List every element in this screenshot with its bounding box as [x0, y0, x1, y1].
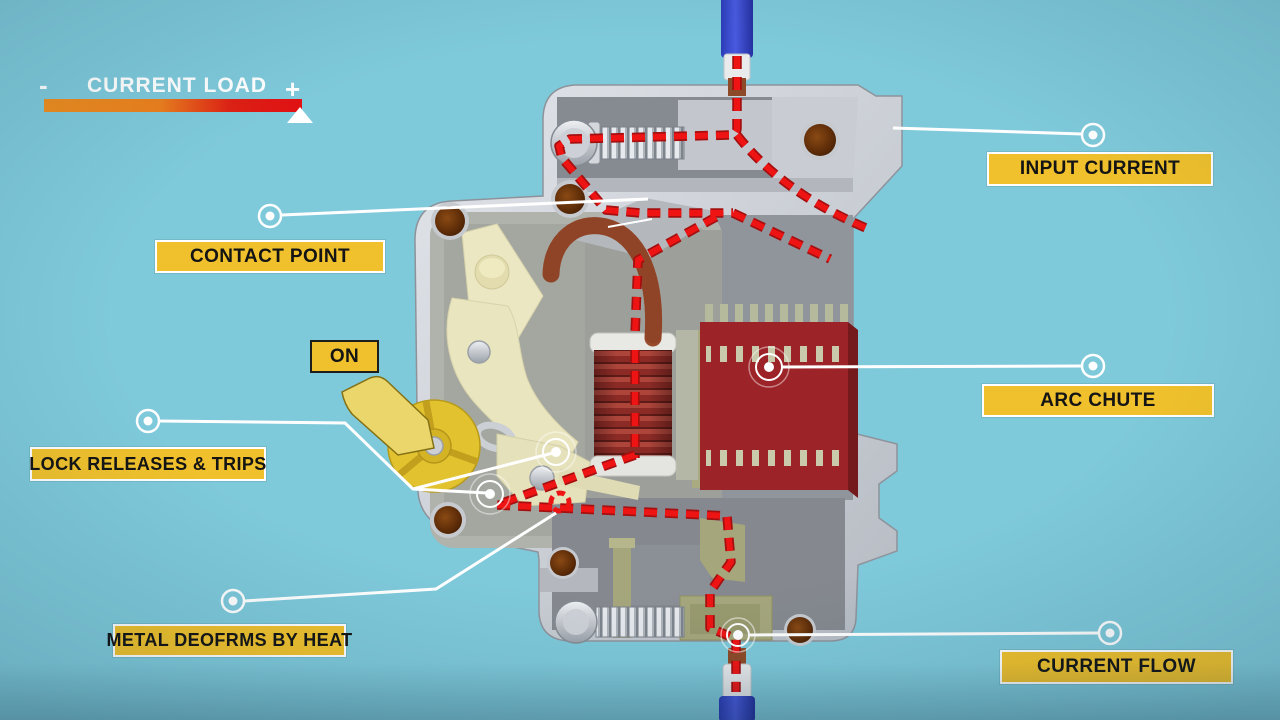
bottom-terminal-screw — [554, 600, 685, 644]
label-on: ON — [310, 340, 379, 373]
braided-conductor — [542, 217, 663, 347]
label-contact-point: CONTACT POINT — [155, 240, 385, 273]
contact-indicator-line — [607, 218, 653, 228]
callout-leaders — [158, 126, 1099, 637]
target-latch — [535, 431, 577, 473]
current-path-knot — [548, 490, 572, 514]
leader-arc-chute — [781, 364, 1082, 369]
leader-contact-point — [281, 197, 649, 217]
label-arc-chute: ARC CHUTE — [982, 384, 1214, 417]
target-arc-chute — [748, 346, 790, 388]
trip-mechanism — [341, 218, 653, 507]
target-contact-spring — [469, 473, 511, 515]
leader-lock-releases — [158, 419, 554, 495]
marker-lock-releases — [135, 408, 161, 434]
current-load-legend: - CURRENT LOAD + — [0, 30, 330, 123]
marker-arc-chute-label — [1080, 353, 1106, 379]
toggle-handle — [341, 375, 435, 456]
callout-markers — [135, 122, 1123, 653]
label-current-flow: CURRENT FLOW — [1000, 650, 1233, 684]
leader-current-flow — [749, 631, 1099, 637]
marker-current-flow-label — [1097, 620, 1123, 646]
label-input-current: INPUT CURRENT — [987, 152, 1213, 186]
leader-input-current — [892, 126, 1083, 136]
bimetal-strip — [558, 468, 640, 500]
label-lock-releases-trips: LOCK RELEASES & TRIPS — [29, 447, 266, 481]
marker-metal-deforms — [220, 588, 246, 614]
rivet-holes — [430, 120, 840, 646]
leader-metal-deforms — [243, 511, 557, 603]
arc-chute — [692, 304, 858, 498]
target-current-flow — [720, 617, 756, 653]
legend-title: CURRENT LOAD — [87, 74, 267, 97]
label-metal-deforms-by-heat: METAL DEOFRMS BY HEAT — [106, 624, 352, 657]
current-path — [492, 56, 868, 692]
marker-input-current — [1080, 122, 1106, 148]
pivot-pin — [467, 340, 491, 364]
marker-contact-point — [257, 203, 283, 229]
current-load-gradient-bar — [44, 99, 302, 112]
legend-min-symbol: - — [39, 70, 48, 100]
legend-max-symbol: + — [285, 74, 301, 104]
solenoid-coil — [589, 330, 698, 480]
current-load-indicator-triangle — [287, 107, 313, 123]
